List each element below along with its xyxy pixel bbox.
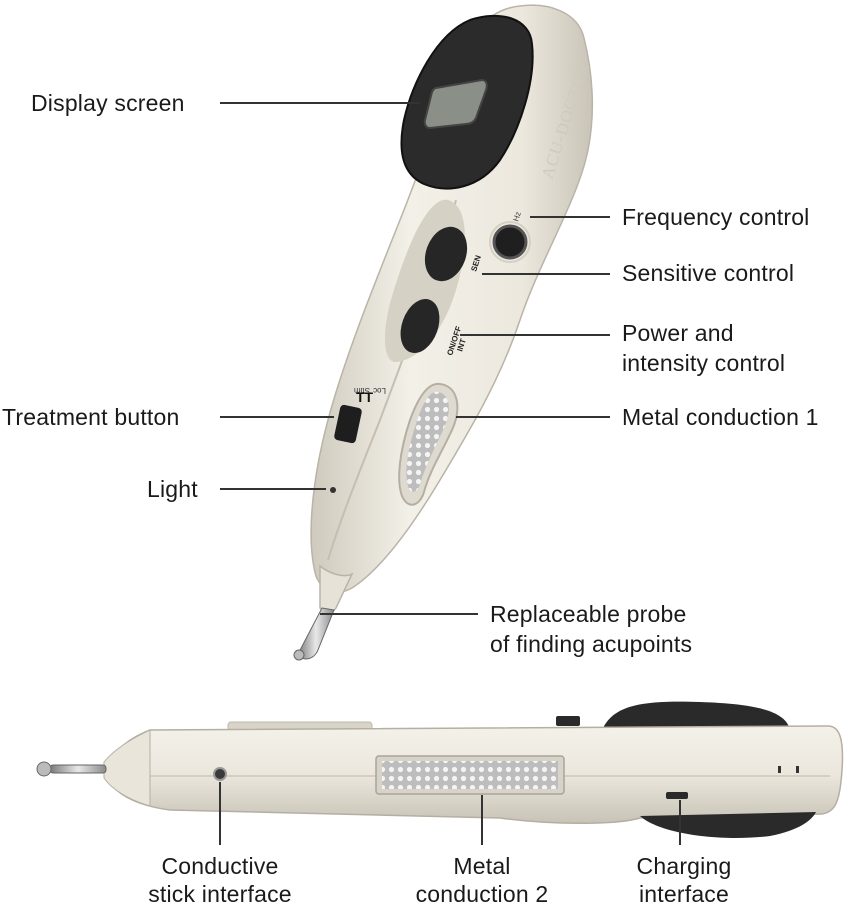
- label-stick-1: Conductive: [161, 853, 279, 879]
- label-power-intensity-1: Power and: [622, 320, 734, 346]
- light-dot: [330, 487, 336, 493]
- vent: [796, 766, 799, 773]
- label-metal-conduction-1: Metal conduction 1: [622, 404, 819, 430]
- metal-pad-1-dots: [406, 391, 449, 492]
- label-light: Light: [147, 476, 198, 502]
- frequency-knob-ring: [489, 221, 531, 263]
- charging-port: [666, 792, 688, 799]
- stick-jack: [213, 767, 227, 781]
- label-display-screen: Display screen: [31, 90, 185, 116]
- label-probe-2: of finding acupoints: [490, 631, 693, 657]
- label-treatment-button: Treatment button: [2, 404, 180, 430]
- int-print: INT: [455, 337, 468, 352]
- label-stick-2: stick interface: [148, 881, 292, 907]
- tt-print: TT: [356, 389, 374, 405]
- label-metal-2-2: conduction 2: [415, 881, 549, 907]
- label-charging-2: interface: [638, 881, 729, 907]
- label-power-intensity-2: intensity control: [622, 350, 786, 376]
- label-charging-1: Charging: [636, 853, 732, 879]
- stim-print: Stim: [354, 386, 370, 395]
- side-button: [556, 716, 580, 726]
- vent: [778, 766, 781, 773]
- probe: [297, 607, 335, 660]
- power-wheel: [400, 298, 440, 354]
- loc-print: Loc: [373, 386, 386, 395]
- leader-lines: [219, 102, 681, 845]
- probe-ball: [293, 649, 305, 661]
- horizontal-probe-ball: [36, 761, 52, 777]
- lower-housing: [640, 812, 816, 838]
- label-probe-1: Replaceable probe: [490, 601, 687, 627]
- frequency-knob: [492, 224, 528, 260]
- horizontal-probe: [49, 764, 107, 774]
- display-housing-side: [604, 701, 790, 730]
- hz-print: Hz: [511, 211, 523, 223]
- treatment-button-shape: [334, 404, 362, 444]
- metal-pad-2-dots: [382, 761, 558, 789]
- vertical-pen: ACU-DOCTOR Hz SEN ON/OFF INT Loc Stim TT: [293, 4, 593, 661]
- label-sensitive-control: Sensitive control: [622, 260, 795, 286]
- label-frequency-control: Frequency control: [622, 204, 810, 230]
- label-metal-2-1: Metal: [453, 853, 511, 879]
- sensitive-wheel: [424, 226, 468, 282]
- lcd-screen: [423, 78, 488, 130]
- horizontal-pen: [36, 701, 844, 838]
- horizontal-tip: [103, 729, 151, 807]
